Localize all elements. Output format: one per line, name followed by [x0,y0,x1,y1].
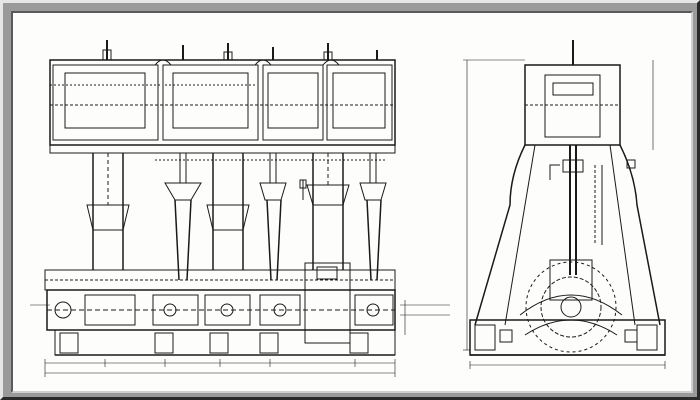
dimension-lines [30,300,450,377]
cylinder-block [49,59,396,154]
end-base [469,319,666,356]
crankshaft-bedplate [44,262,396,344]
end-cylinder [524,40,621,146]
drawing-sheet [11,11,693,393]
end-dimension-lines [463,59,666,369]
engine-blueprint [30,40,666,377]
side-elevation-view [30,40,450,377]
engine-base [54,329,396,356]
valve-spindles [102,40,378,61]
end-elevation-view [463,40,666,369]
end-frame [474,144,661,326]
end-crank-pit [519,259,623,353]
columns [86,153,387,281]
